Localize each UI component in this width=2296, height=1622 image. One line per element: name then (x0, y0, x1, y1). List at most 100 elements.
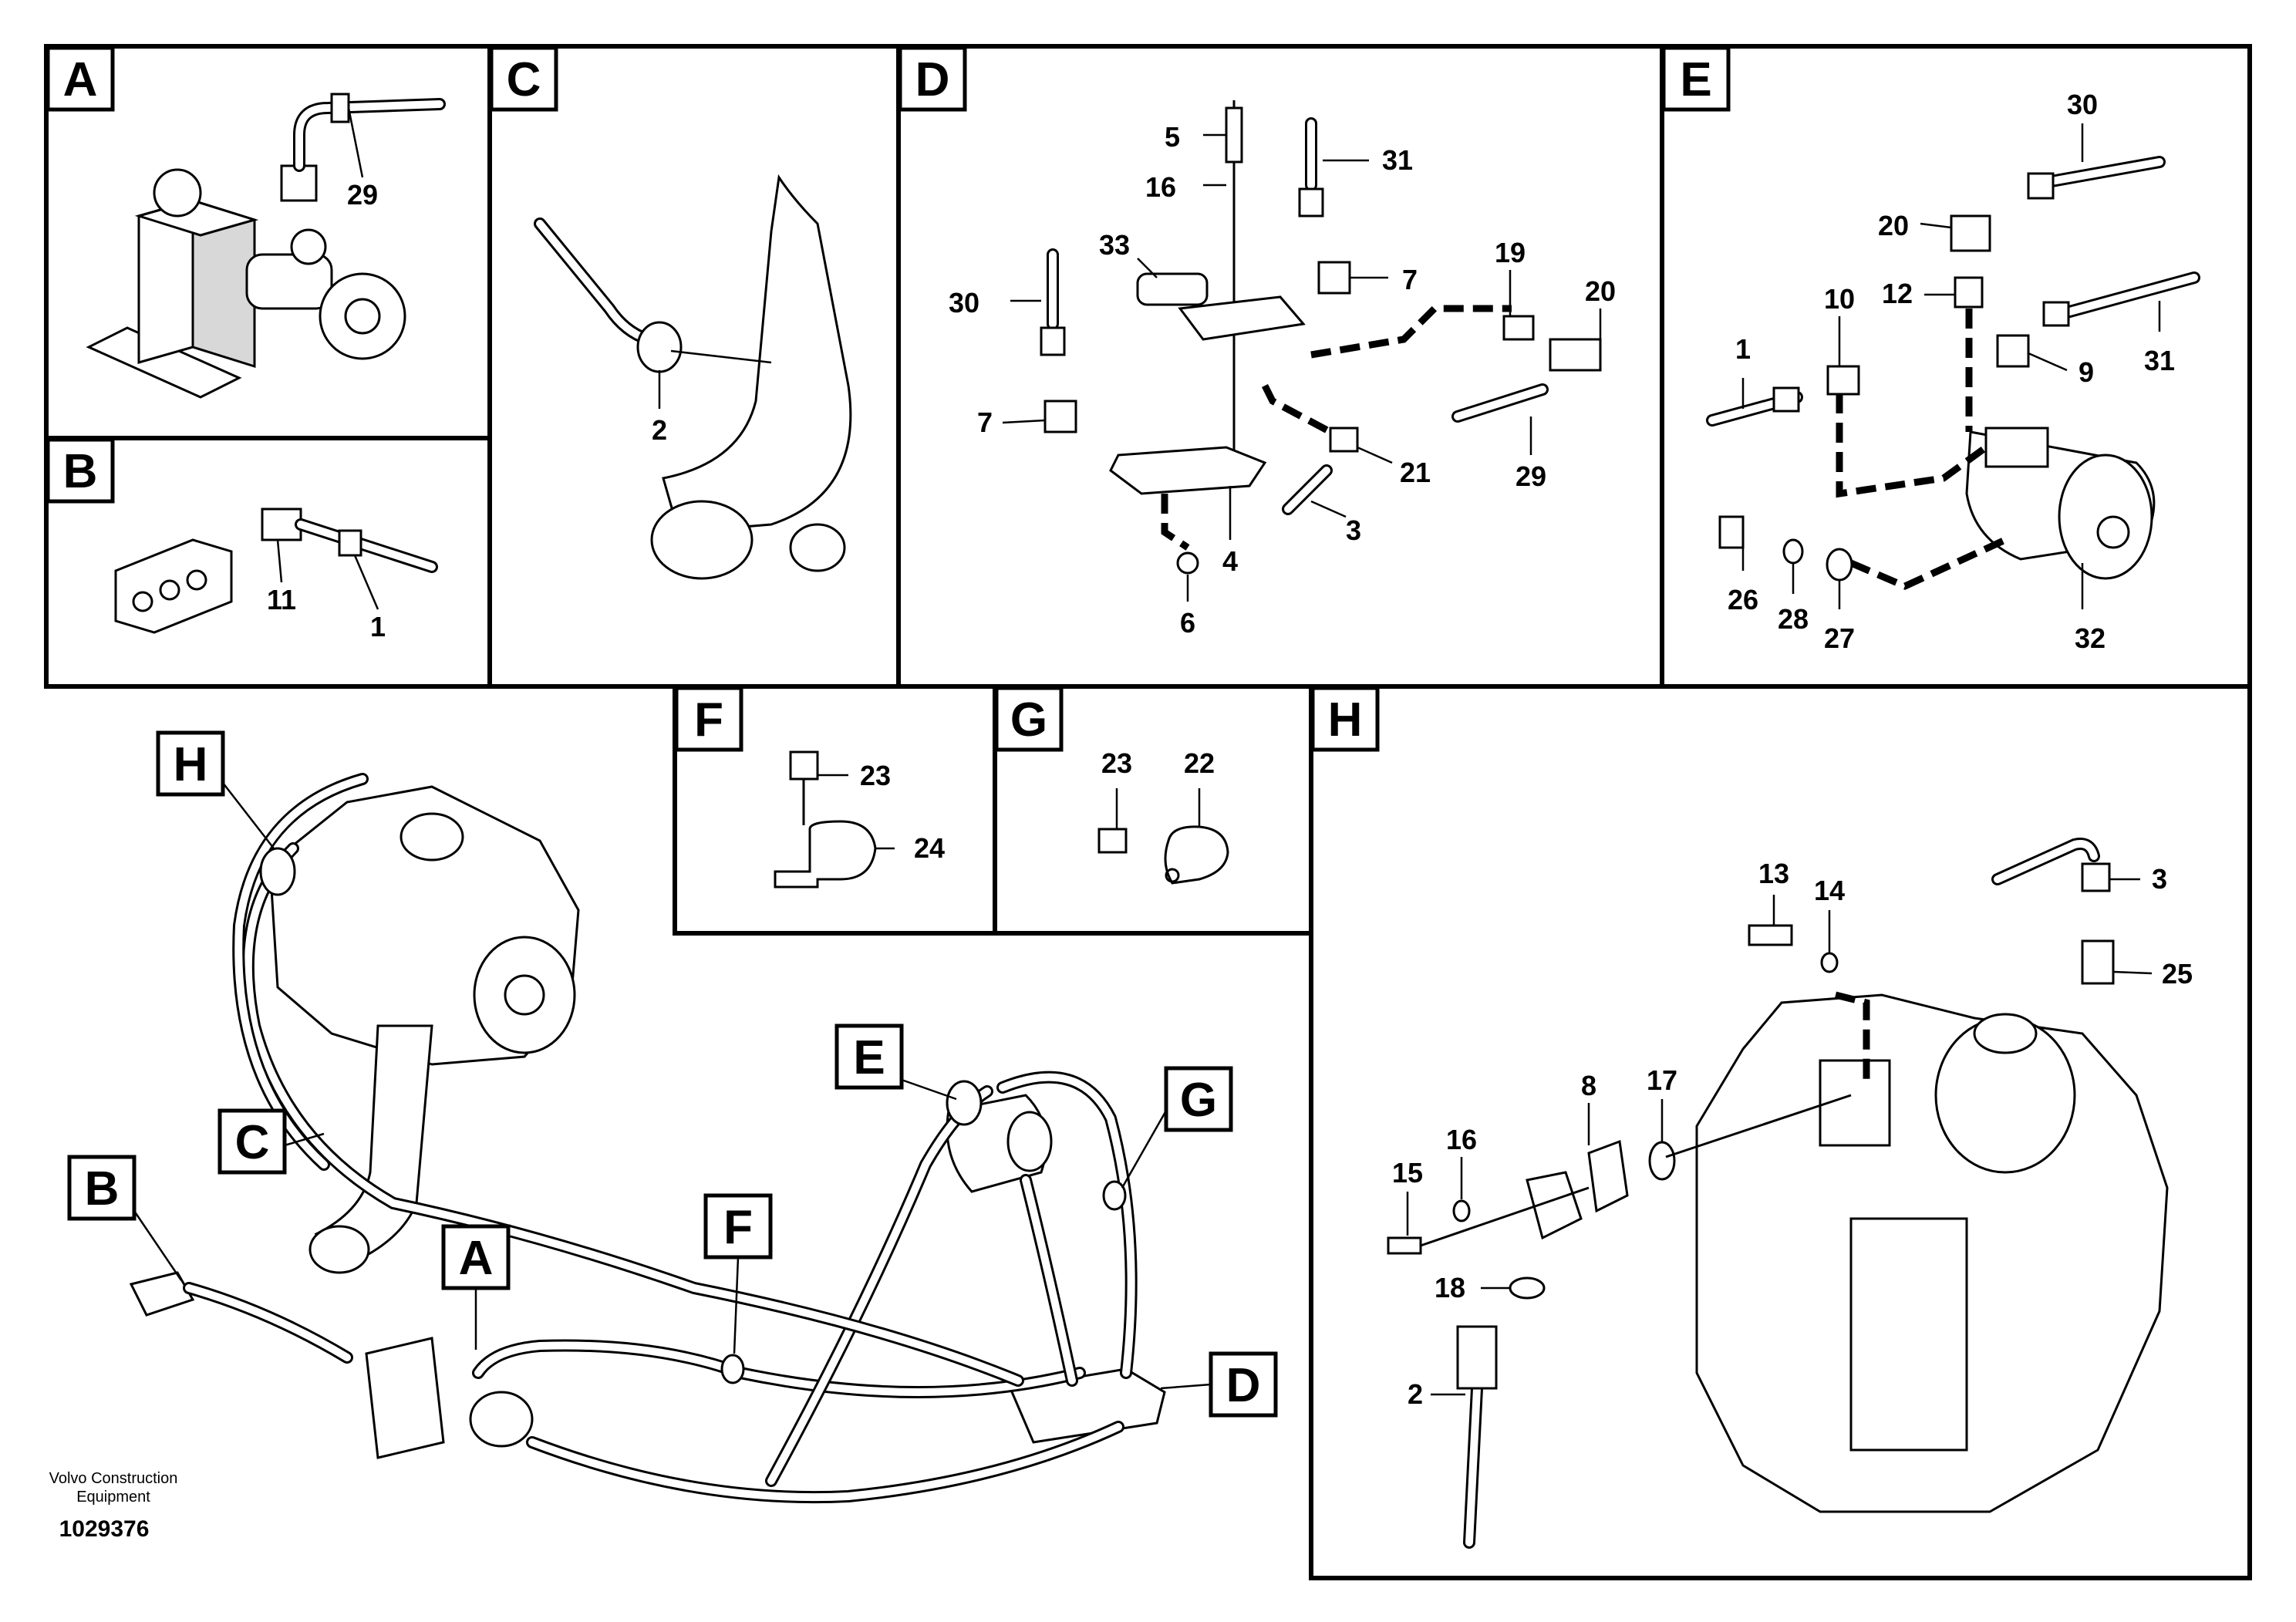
elbow-25 (2081, 939, 2115, 985)
callout-24: 24 (914, 832, 945, 864)
gear-pump-flange (1006, 1111, 1053, 1172)
overview-label-f: F (703, 1193, 773, 1259)
callout-23: 23 (1101, 747, 1132, 779)
callout-1: 1 (370, 611, 386, 642)
screw-6 (1176, 551, 1199, 575)
valve-base-plate (86, 326, 242, 399)
callout-3: 3 (2152, 863, 2167, 895)
svg-text:E: E (853, 1031, 885, 1084)
hose-crimp (330, 93, 350, 123)
hose-crimp (338, 529, 362, 557)
pump-shaft (2096, 515, 2130, 549)
valve-cylinder (245, 253, 333, 310)
svg-text:D: D (1226, 1359, 1261, 1412)
valve-block (1178, 295, 1306, 341)
footer: Volvo Construction Equipment 1029376 (49, 1470, 178, 1542)
leader-11 (276, 539, 283, 583)
panel-label-b: B (46, 437, 115, 504)
callout-31: 31 (1382, 144, 1413, 176)
elbow-fitting-11 (261, 508, 302, 541)
callout-13: 13 (1758, 858, 1789, 889)
svg-text:B: B (85, 1162, 120, 1216)
callout-29: 29 (1515, 460, 1546, 492)
adapter-12 (1954, 276, 1984, 309)
panel-b-drawing: 11 1 (114, 508, 438, 642)
svg-text:C: C (235, 1116, 270, 1169)
svg-text:F: F (723, 1201, 753, 1254)
panel-a-drawing: 29 (86, 93, 446, 399)
panel-h-frame (1309, 684, 2252, 1580)
hose-fitting-h (259, 847, 296, 896)
valve-d-block (1008, 1367, 1166, 1444)
callout-6: 6 (1180, 607, 1195, 639)
callout-8: 8 (1581, 1070, 1596, 1101)
callout-4: 4 (1222, 545, 1238, 577)
oring-18 (1509, 1276, 1546, 1300)
valve-plate (1849, 1217, 1968, 1452)
svg-text:D: D (915, 53, 950, 106)
valve-port-fitting (290, 228, 327, 265)
callout-28: 28 (1778, 603, 1809, 635)
bolt-15 (1387, 1236, 1422, 1255)
washer-16 (1452, 1199, 1471, 1222)
panel-label-d: D (898, 46, 967, 112)
panel-label-e: E (1661, 46, 1731, 112)
panel-label-f: F (674, 686, 743, 752)
callout-11: 11 (267, 584, 296, 615)
panel-label-a: A (46, 46, 115, 112)
port-block (114, 538, 233, 634)
elbow-7-lower (1043, 400, 1077, 433)
svg-text:A: A (63, 53, 98, 106)
callout-7-upper: 7 (1402, 264, 1418, 295)
brand-line-2: Equipment (76, 1489, 150, 1506)
callout-2: 2 (652, 414, 667, 446)
callout-33: 33 (1099, 229, 1130, 261)
pump-top-port (1973, 1013, 2038, 1054)
callout-30: 30 (2067, 89, 2098, 120)
callout-21: 21 (1400, 457, 1431, 488)
callout-5: 5 (1165, 121, 1180, 153)
callout-31: 31 (2144, 345, 2175, 376)
callout-32: 32 (2075, 622, 2106, 654)
panel-d-drawing: 5 16 31 33 30 7 7 19 20 21 29 3 4 (949, 100, 1616, 639)
main-pump-top-port (400, 812, 464, 862)
panel-c-drawing: 2 (534, 174, 852, 580)
overview-label-g: G (1164, 1066, 1233, 1132)
callout-20: 20 (1585, 275, 1616, 307)
oring-27 (1826, 548, 1853, 582)
port-block-b (129, 1271, 195, 1317)
clamp-g (1102, 1180, 1127, 1211)
callout-16: 16 (1446, 1124, 1477, 1155)
svg-text:C: C (507, 53, 541, 106)
svg-text:B: B (63, 445, 98, 498)
svg-text:G: G (1010, 693, 1047, 747)
hose-29 (293, 98, 446, 172)
fitting-19 (1502, 315, 1535, 341)
leader-1 (353, 555, 379, 610)
pipe-branch (789, 523, 846, 572)
solenoid-33 (1136, 272, 1209, 306)
callout-9: 9 (2079, 356, 2094, 388)
panel-label-c: C (489, 46, 558, 112)
panel-f-drawing: 23 24 (774, 750, 945, 889)
clamp-22 (1164, 825, 1229, 885)
svg-text:E: E (1680, 53, 1711, 106)
elbow-21 (1329, 427, 1359, 453)
callout-30: 30 (949, 287, 979, 319)
callout-1: 1 (1735, 333, 1751, 365)
main-pump-shaft (504, 974, 545, 1016)
callout-19: 19 (1495, 237, 1526, 268)
pump-flange (2058, 454, 2153, 580)
panel-g-drawing: 23 22 (1097, 747, 1229, 885)
panel-label-h: H (1310, 686, 1380, 752)
svg-text:G: G (1180, 1074, 1217, 1127)
valve-a-flange (469, 1391, 534, 1448)
brand-line-1: Volvo Construction (49, 1470, 178, 1487)
callout-14: 14 (1814, 875, 1845, 906)
svg-text:H: H (174, 738, 208, 791)
panel-label-g: G (994, 686, 1064, 752)
panel-h-drawing: 13 14 3 25 8 17 16 15 18 2 (1387, 838, 2193, 1549)
svg-text:F: F (694, 693, 723, 747)
callout-10: 10 (1824, 283, 1855, 315)
